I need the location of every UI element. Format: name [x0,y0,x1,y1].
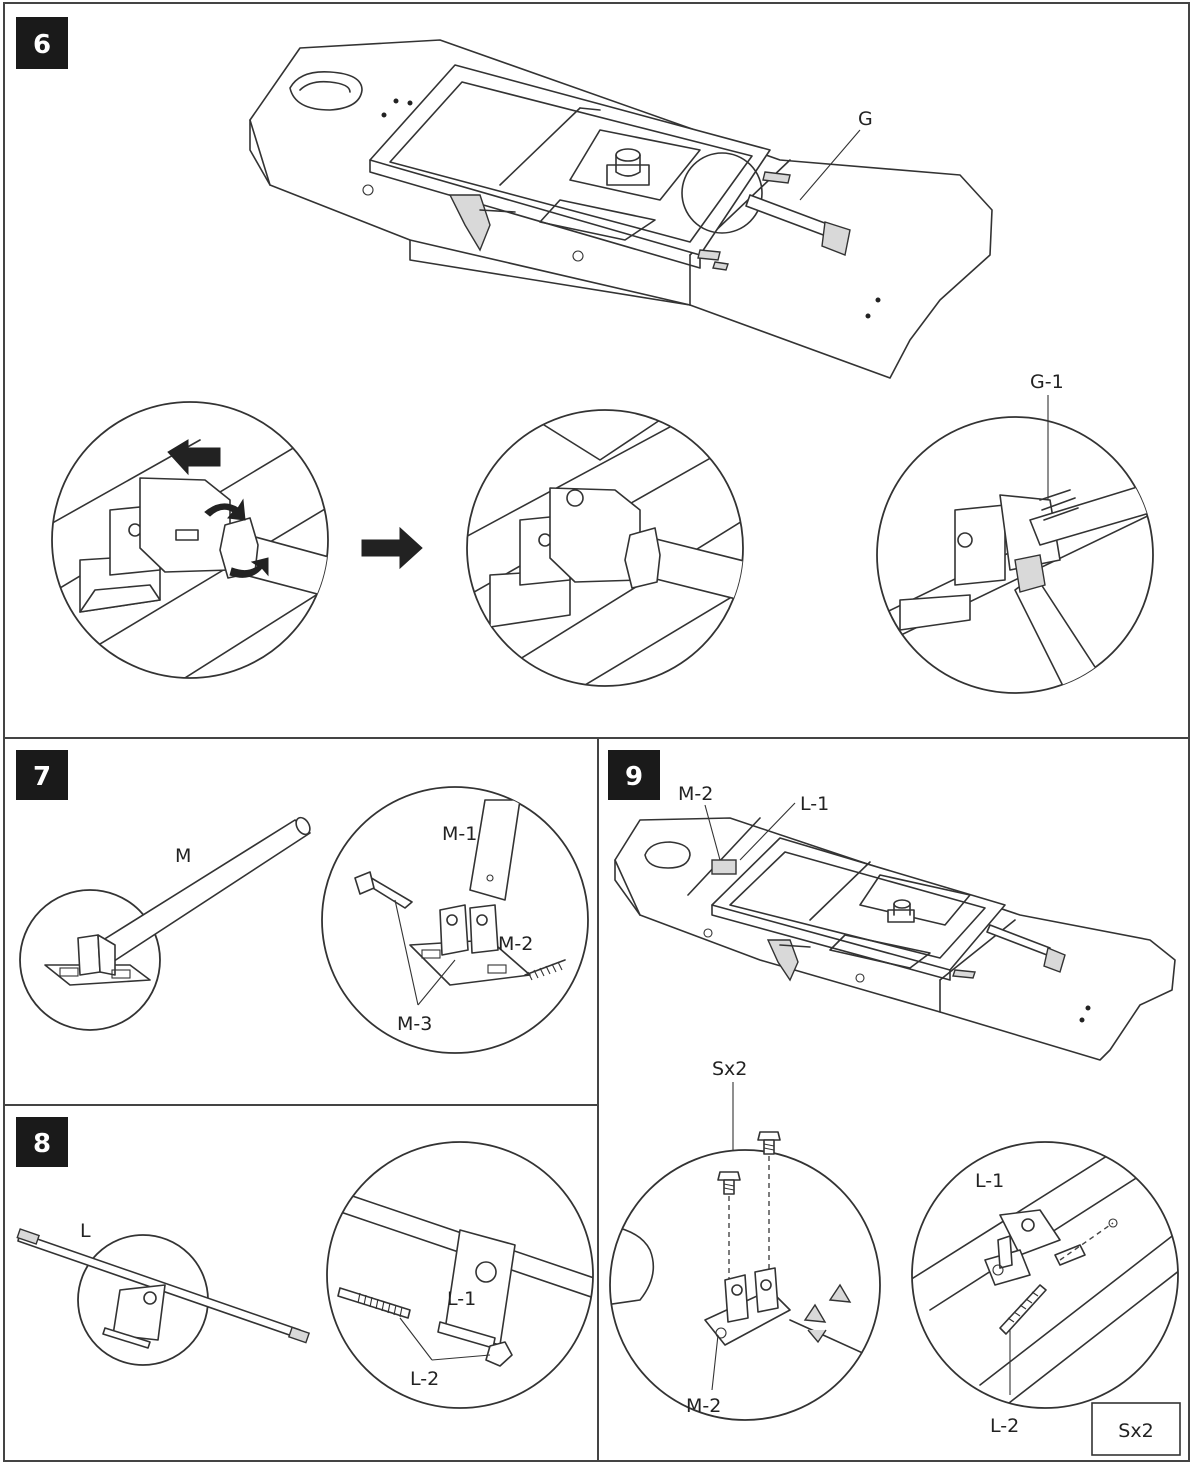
label-sx2-box: Sx2 [1118,1420,1153,1442]
label-l-1-top: L-1 [800,793,829,815]
step-8-number: 8 [33,1129,51,1159]
detail-circle-9a: M-2 [609,1131,881,1421]
label-l-1: L-1 [447,1288,476,1310]
label-m-3: M-3 [397,1013,432,1035]
detail-circle-8: L-1 L-2 [326,1141,594,1409]
label-m-2-bottom: M-2 [686,1395,721,1417]
arrow-right-icon [361,526,423,570]
rod-l-assembly: L [16,1220,311,1366]
label-l-2: L-2 [410,1368,439,1390]
bench-overview-step-6: G [249,39,993,379]
label-g-1: G-1 [1030,371,1064,393]
label-l-2-detail: L-2 [990,1415,1019,1437]
label-m: M [175,845,191,867]
label-m-2-top: M-2 [678,783,713,805]
arrow-left-icon [167,439,221,476]
step-9-badge: 9 [608,750,660,800]
detail-circle-6b [466,409,744,687]
step-6-number: 6 [33,30,51,60]
step-7-number: 7 [33,762,51,792]
panel-borders [3,2,1190,1462]
rotate-arrow-icon [204,498,246,521]
label-sx2-top: Sx2 [712,1058,747,1080]
detail-circle-7: M-1 M-2 M-3 [321,786,589,1054]
tube-m-assembly: M [19,816,311,1031]
step-9-panel: 9 [608,750,1181,1456]
sx2-box: Sx2 [1091,1402,1181,1456]
step-6-panel: 6 [16,17,1154,694]
step-8-badge: 8 [16,1117,68,1167]
label-m-2: M-2 [498,933,533,955]
step-6-badge: 6 [16,17,68,69]
step-9-number: 9 [625,762,643,792]
step-7-badge: 7 [16,750,68,800]
step-7-panel: 7 M [16,750,589,1054]
label-l: L [80,1220,91,1242]
detail-circle-9b: L-1 L-2 [911,1141,1179,1437]
label-g: G [858,108,873,130]
detail-circle-6a [51,401,329,679]
step-8-panel: 8 L L-1 L-2 [16,1117,594,1409]
label-l-1-detail: L-1 [975,1170,1004,1192]
label-m-1: M-1 [442,823,477,845]
bench-overview-step-9: M-2 L-1 [614,783,1176,1061]
detail-circle-6c: G-1 [876,371,1154,694]
